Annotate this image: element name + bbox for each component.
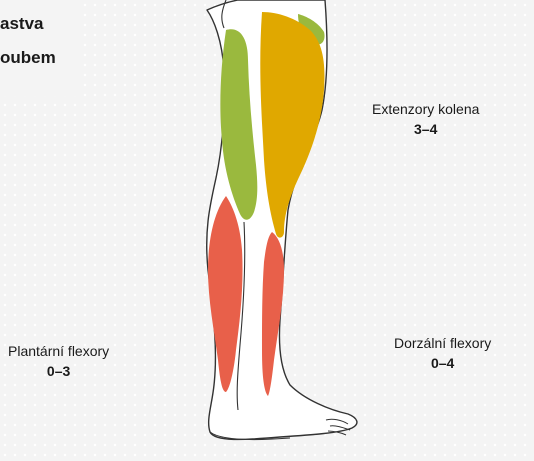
muscle-group-score: 3–4: [372, 120, 479, 138]
yellow-muscle: [260, 12, 324, 238]
muscle-group-score: 0–3: [8, 362, 109, 380]
muscle-group-name: Plantární flexory: [8, 343, 109, 359]
muscle-group-score: 0–4: [394, 354, 491, 372]
muscle-group-name: Dorzální flexory: [394, 335, 491, 351]
label-dorzalni-flexory: Dorzální flexory 0–4: [394, 334, 491, 372]
label-extenzory-kolena: Extenzory kolena 3–4: [372, 100, 479, 138]
muscle-group-name: Extenzory kolena: [372, 101, 479, 117]
label-plantarni-flexory: Plantární flexory 0–3: [8, 342, 109, 380]
